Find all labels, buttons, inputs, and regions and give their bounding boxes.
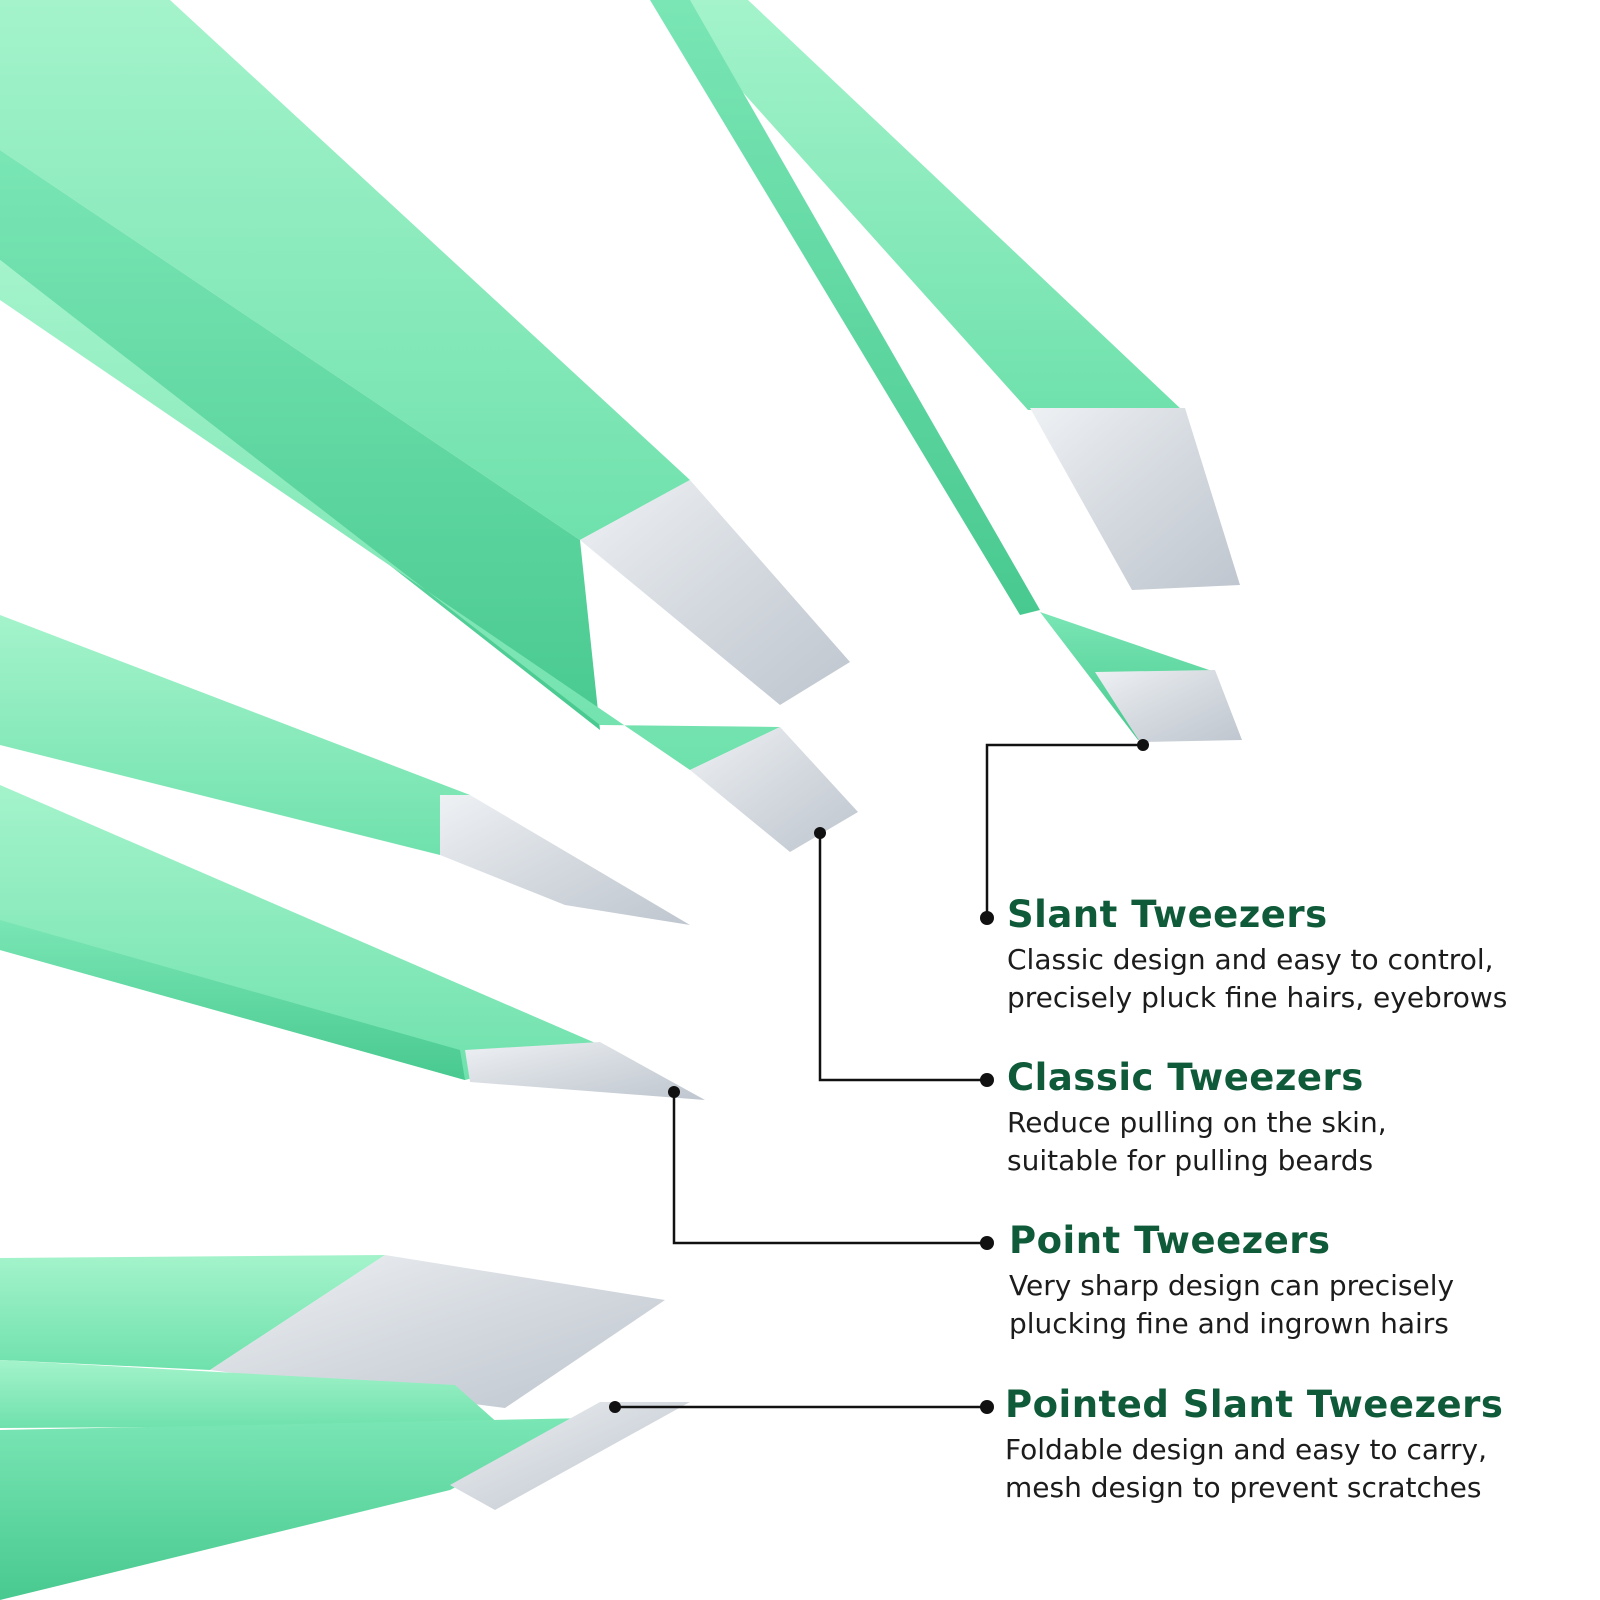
feature-description-line: plucking fine and ingrown hairs <box>1009 1307 1449 1340</box>
feature-description: Reduce pulling on the skin, suitable for… <box>1007 1104 1387 1180</box>
feature-description-line: Classic design and easy to control, <box>1007 943 1494 976</box>
feature-title: Pointed Slant Tweezers <box>1005 1383 1504 1426</box>
feature-description: Foldable design and easy to carry, mesh … <box>1005 1431 1503 1507</box>
feature-description-line: precisely pluck fine hairs, eyebrows <box>1007 981 1508 1014</box>
feature-description-line: Foldable design and easy to carry, <box>1005 1433 1488 1466</box>
slant-tweezers-image <box>650 0 1242 742</box>
feature-description: Very sharp design can precisely plucking… <box>1009 1267 1454 1343</box>
feature-point-tweezers: Point Tweezers Very sharp design can pre… <box>1009 1219 1454 1343</box>
point-tweezers-image <box>0 615 705 1100</box>
pointed-slant-tweezers-image <box>0 1255 690 1600</box>
feature-description: Classic design and easy to control, prec… <box>1007 941 1507 1017</box>
leader-line-classic <box>818 833 987 1082</box>
classic-tweezers-image <box>0 0 858 852</box>
feature-title: Slant Tweezers <box>1007 893 1328 936</box>
leader-line-slant <box>985 743 1143 918</box>
feature-description-line: suitable for pulling beards <box>1007 1144 1374 1177</box>
feature-title: Classic Tweezers <box>1007 1056 1364 1099</box>
feature-title: Point Tweezers <box>1009 1219 1331 1262</box>
feature-slant-tweezers: Slant Tweezers Classic design and easy t… <box>1007 893 1507 1017</box>
leader-dots <box>609 739 1149 1414</box>
leader-lines <box>615 743 1143 1409</box>
feature-pointed-slant-tweezers: Pointed Slant Tweezers Foldable design a… <box>1005 1383 1503 1507</box>
feature-description-line: Very sharp design can precisely <box>1009 1269 1455 1302</box>
feature-classic-tweezers: Classic Tweezers Reduce pulling on the s… <box>1007 1056 1387 1180</box>
feature-description-line: mesh design to prevent scratches <box>1005 1471 1482 1504</box>
feature-description-line: Reduce pulling on the skin, <box>1007 1106 1387 1139</box>
leader-line-point <box>672 1092 987 1245</box>
